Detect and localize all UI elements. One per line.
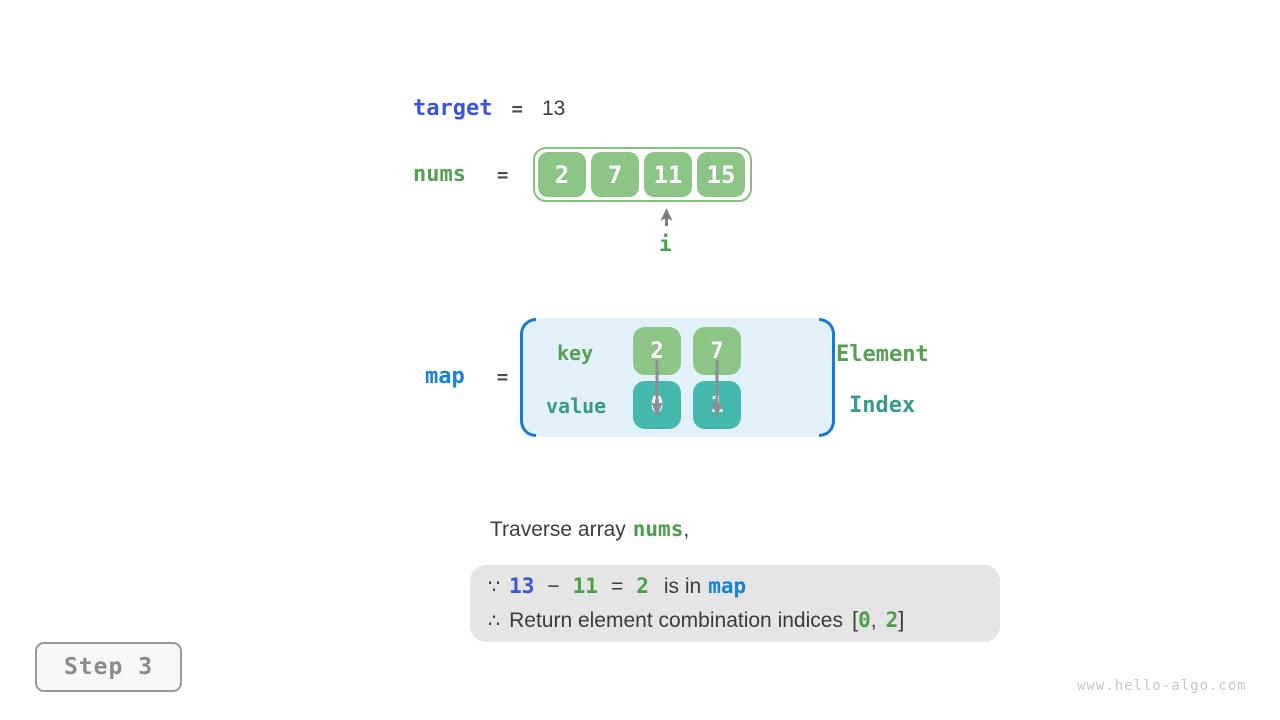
caption-code: nums	[632, 517, 684, 541]
map-row: map =	[425, 364, 508, 389]
caption-comma: ,	[683, 518, 690, 541]
nums-array-cell: 11	[644, 152, 692, 197]
left-bracket-icon	[520, 318, 536, 437]
nums-row: nums =	[413, 162, 508, 187]
caption: Traverse array nums ,	[490, 517, 689, 542]
nums-array-cell: 7	[591, 152, 639, 197]
target-value: 13	[541, 97, 566, 120]
result-line-1: ∵ 13 − 11 = 2 is in map	[488, 574, 1000, 599]
up-arrow-icon	[660, 208, 673, 226]
element-annotation: Element	[836, 342, 929, 367]
target-variable: target	[413, 96, 493, 121]
caption-text: Traverse array	[490, 518, 626, 541]
current-number: 11	[572, 574, 598, 598]
right-bracket-icon	[819, 318, 835, 437]
result-line-2: ∴ Return element combination indices [ 0…	[488, 607, 1000, 633]
open-bracket: [	[851, 607, 859, 632]
close-bracket: ]	[898, 607, 905, 632]
down-arrow-icon	[711, 360, 723, 417]
difference-number: 2	[636, 574, 649, 598]
nums-array: 2 7 11 15	[533, 147, 752, 202]
map-equals: =	[496, 366, 509, 388]
therefore-symbol: ∴	[488, 611, 501, 632]
nums-equals: =	[496, 164, 509, 186]
because-symbol: ∵	[488, 577, 501, 598]
result-index-2: 2	[885, 608, 899, 632]
target-row: target = 13	[413, 96, 565, 121]
map-reference: map	[708, 574, 747, 598]
down-arrow-icon	[651, 360, 663, 417]
nums-array-cell: 15	[697, 152, 745, 197]
nums-array-cell: 2	[538, 152, 586, 197]
target-number: 13	[509, 574, 535, 598]
map-variable: map	[425, 364, 465, 389]
minus-sign: −	[547, 575, 560, 598]
equals-sign: =	[610, 575, 624, 598]
key-row-label: key	[557, 341, 594, 365]
is-in-text: is in	[663, 575, 702, 598]
step-badge: Step 3	[35, 642, 182, 692]
map-container: key value 2 7 0 1	[520, 318, 835, 437]
index-pointer-label: i	[659, 232, 672, 256]
comma: ,	[870, 609, 877, 632]
watermark: www.hello-algo.com	[1077, 678, 1247, 694]
return-text: Return element combination indices	[509, 609, 843, 632]
target-equals: =	[511, 98, 523, 120]
result-index-0: 0	[858, 608, 871, 632]
result-box: ∵ 13 − 11 = 2 is in map ∴ Return element…	[470, 565, 1000, 642]
value-row-label: value	[546, 394, 607, 418]
index-annotation: Index	[849, 393, 916, 418]
nums-variable: nums	[413, 162, 466, 187]
